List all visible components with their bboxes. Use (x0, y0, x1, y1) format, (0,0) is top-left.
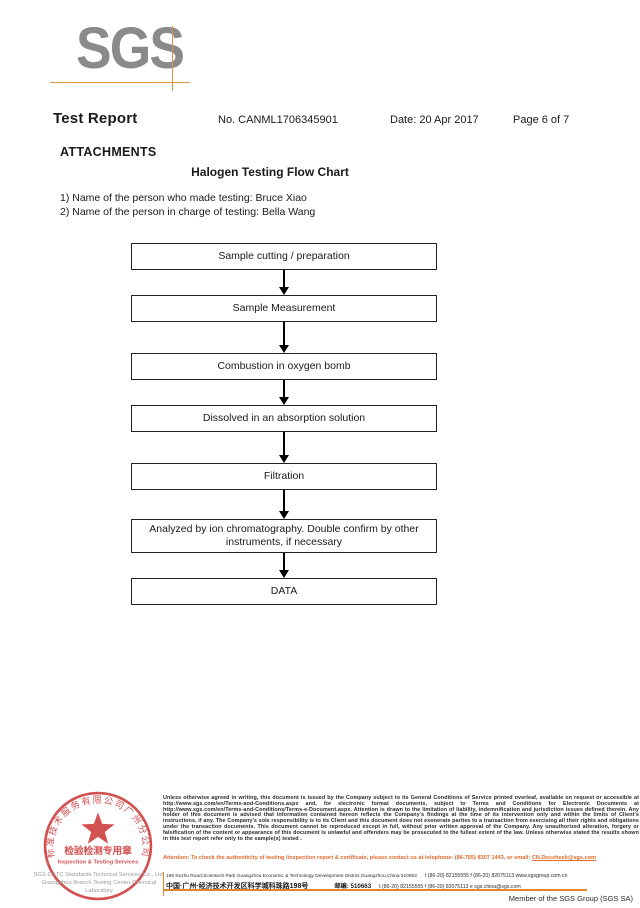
address-cn: 中国·广州·经济技术开发区科学城科珠路198号 (166, 883, 309, 890)
svg-text:Inspection & Testing Services: Inspection & Testing Services (58, 859, 139, 865)
attachments-heading: ATTACHMENTS (60, 145, 157, 159)
flow-arrow-down-icon (131, 432, 437, 463)
lab-name: SGS-CSTC Standards Technical Services Co… (28, 872, 170, 895)
svg-text:检验检测专用章: 检验检测专用章 (64, 845, 132, 857)
address-en: 198 Kezhu Road,Scientech Park Guangzhou … (166, 874, 417, 879)
flow-arrow-down-icon (131, 553, 437, 579)
flow-arrow-down-icon (131, 322, 437, 353)
star-icon (81, 812, 115, 844)
address-row-en: 198 Kezhu Road,Scientech Park Guangzhou … (166, 873, 638, 879)
flow-step-box: Filtration (131, 463, 437, 490)
flow-step-box: Sample Measurement (131, 295, 437, 322)
attention-text: Attention: To check the authenticity of … (163, 855, 532, 861)
flow-step-box: DATA (131, 578, 437, 606)
flow-arrow-down-icon (131, 490, 437, 519)
flow-arrow-down-icon (131, 270, 437, 295)
footer-divider-horizontal (163, 889, 587, 891)
postcode-cn: 邮编: 510663 (334, 883, 372, 890)
flowchart-title: Halogen Testing Flow Chart (191, 165, 349, 179)
crop-mark-horizontal (50, 82, 190, 83)
report-title: Test Report (53, 110, 138, 127)
sgs-member-text: Member of the SGS Group (SGS SA) (508, 894, 633, 903)
tester-notes: 1) Name of the person who made testing: … (60, 192, 315, 220)
lab-name-line1: SGS-CSTC Standards Technical Services Co… (33, 872, 165, 878)
contact-cn: t (86-20) 82155555 f (86-20) 82075113 e … (379, 884, 521, 890)
flow-step-box: Analyzed by ion chromatography. Double c… (131, 519, 437, 554)
flow-arrow-down-icon (131, 380, 437, 405)
report-number: No. CANML1706345901 (218, 114, 338, 126)
crop-mark-vertical (172, 26, 173, 91)
flow-step-box: Combustion in oxygen bomb (131, 353, 437, 380)
report-date: Date: 20 Apr 2017 (390, 114, 479, 126)
attention-notice: Attention: To check the authenticity of … (163, 855, 639, 861)
page-indicator: Page 6 of 7 (513, 114, 570, 126)
sgs-logo: SGS (76, 16, 185, 81)
footer-divider-vertical (163, 872, 164, 896)
doccheck-email-link[interactable]: CN.Doccheck@sgs.com (531, 855, 597, 861)
flow-step-box: Sample cutting / preparation (131, 243, 437, 270)
note-line-1: 1) Name of the person who made testing: … (60, 192, 307, 204)
lab-name-line2: Guangzhou Branch Testing Center Chemical… (41, 879, 157, 894)
legal-disclaimer: Unless otherwise agreed in writing, this… (163, 795, 639, 842)
contact-en: t (86-20) 82155555 f (86-20) 82075113 ww… (424, 873, 568, 879)
flow-step-box: Dissolved in an absorption solution (131, 405, 437, 432)
address-row-cn: 中国·广州·经济技术开发区科学城科珠路198号 邮编: 510663 t (86… (166, 881, 638, 891)
note-line-2: 2) Name of the person in charge of testi… (60, 205, 316, 218)
inspection-stamp-icon: 标准技术服务有限公司广州分公司 检验检测专用章 Inspection & Tes… (43, 791, 153, 901)
page-footer: 标准技术服务有限公司广州分公司 检验检测专用章 Inspection & Tes… (0, 788, 640, 908)
